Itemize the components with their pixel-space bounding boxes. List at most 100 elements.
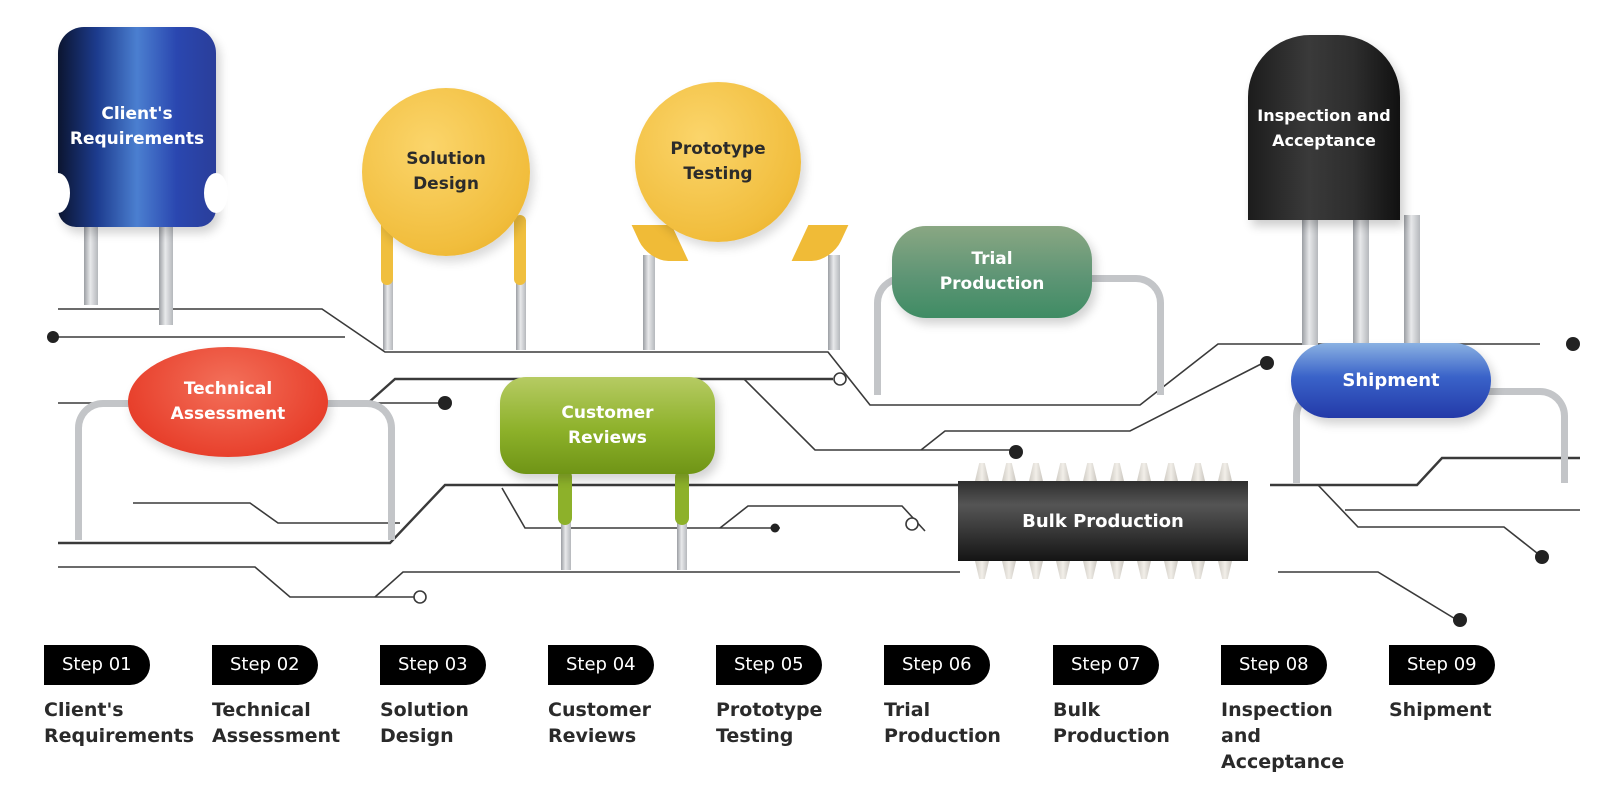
component-label: Bulk Production bbox=[1022, 510, 1184, 532]
chip-pin bbox=[1056, 463, 1070, 481]
step-badge: Step 02 bbox=[212, 645, 318, 685]
component-label: Reviews bbox=[568, 427, 647, 448]
circuit-traces bbox=[47, 308, 1580, 627]
chip-pin bbox=[1137, 463, 1151, 481]
step-name: Client's Requirements bbox=[44, 699, 195, 747]
step-item: Step 03 Solution Design bbox=[380, 645, 540, 749]
step-item: Step 05 Prototype Testing bbox=[716, 645, 876, 749]
trace-node bbox=[1453, 613, 1467, 627]
chip-pin bbox=[1164, 463, 1178, 481]
trace bbox=[133, 502, 400, 524]
step-badge: Step 06 bbox=[884, 645, 990, 685]
trace bbox=[1270, 456, 1580, 487]
chip-pin bbox=[1083, 561, 1097, 579]
trace bbox=[1278, 571, 1458, 621]
component-label: Trial bbox=[971, 249, 1013, 269]
trace-node bbox=[1566, 337, 1580, 351]
component-label: Design bbox=[413, 174, 479, 194]
component-label: Requirements bbox=[69, 129, 205, 149]
component-bulk-production: Bulk Production bbox=[958, 481, 1248, 561]
trace-node bbox=[1535, 550, 1549, 564]
chip-pin bbox=[1191, 463, 1205, 481]
component-lead bbox=[1353, 215, 1369, 345]
step-badge: Step 08 bbox=[1221, 645, 1327, 685]
step-badge: Step 04 bbox=[548, 645, 654, 685]
step-item: Step 01 Client's Requirements bbox=[44, 645, 204, 749]
component-label: Shipment bbox=[1342, 370, 1440, 391]
component-lead bbox=[383, 220, 393, 350]
chip-pin bbox=[1218, 561, 1232, 579]
chip-pin bbox=[1164, 561, 1178, 579]
trace bbox=[1317, 484, 1543, 558]
trace bbox=[501, 487, 780, 529]
chip-pin bbox=[1218, 463, 1232, 481]
trace-node bbox=[770, 523, 780, 533]
trace-node bbox=[1009, 445, 1023, 459]
chip-pin bbox=[1083, 463, 1097, 481]
step-badge: Step 09 bbox=[1389, 645, 1495, 685]
chip-pin bbox=[1056, 561, 1070, 579]
step-name: Shipment bbox=[1389, 699, 1492, 721]
chip-pin bbox=[1029, 561, 1043, 579]
trace bbox=[743, 378, 1015, 451]
capacitor-lead-coating bbox=[675, 470, 689, 525]
component-label: Prototype bbox=[670, 139, 766, 159]
step-name: Solution Design bbox=[380, 699, 469, 747]
component-label: Production bbox=[939, 274, 1045, 294]
component-label: Acceptance bbox=[1272, 130, 1376, 150]
chip-pin bbox=[1002, 561, 1016, 579]
chip-pin bbox=[975, 561, 989, 579]
step-name: Trial Production bbox=[884, 699, 1001, 747]
chip-pin bbox=[1191, 561, 1205, 579]
component-lead bbox=[516, 220, 526, 350]
step-name: Prototype Testing bbox=[716, 699, 823, 747]
capacitor-lead-coating bbox=[558, 470, 572, 525]
component-label: Inspection and bbox=[1257, 105, 1391, 125]
component-lead bbox=[159, 225, 173, 325]
chip-pin bbox=[1110, 463, 1124, 481]
component-lead bbox=[643, 255, 655, 350]
component-lead bbox=[1404, 215, 1420, 345]
component-label: Solution bbox=[406, 149, 486, 169]
step-badge: Step 03 bbox=[380, 645, 486, 685]
step-item: Step 08 Inspection and Acceptance bbox=[1221, 645, 1381, 775]
trace bbox=[374, 571, 960, 598]
component-shipment: Shipment bbox=[1291, 343, 1491, 418]
chip-pin bbox=[1137, 561, 1151, 579]
component-label: Testing bbox=[683, 164, 753, 184]
component-lead bbox=[84, 225, 98, 305]
step-badge: Step 05 bbox=[716, 645, 822, 685]
component-label: Customer bbox=[561, 402, 654, 423]
capacitor-lead-coating bbox=[514, 215, 526, 285]
step-badge: Step 01 bbox=[44, 645, 150, 685]
step-item: Step 09 Shipment bbox=[1389, 645, 1549, 723]
trace bbox=[58, 483, 1000, 545]
component-label: Client's bbox=[101, 104, 173, 124]
trace-node bbox=[438, 396, 452, 410]
trace bbox=[58, 308, 1540, 406]
chip-pin bbox=[1002, 463, 1016, 481]
step-item: Step 04 Customer Reviews bbox=[548, 645, 708, 749]
component-lead bbox=[828, 255, 840, 350]
component-lead bbox=[1302, 215, 1318, 345]
chip-pin bbox=[975, 463, 989, 481]
step-badge: Step 07 bbox=[1053, 645, 1159, 685]
step-name: Customer Reviews bbox=[548, 699, 651, 747]
trace-node bbox=[1260, 356, 1274, 370]
trace bbox=[58, 566, 421, 598]
trace-node-open bbox=[413, 590, 427, 604]
component-label: Technical bbox=[183, 379, 273, 399]
chip-pin bbox=[1110, 561, 1124, 579]
step-name: Inspection and Acceptance bbox=[1221, 699, 1345, 773]
component-label: Assessment bbox=[170, 404, 286, 424]
chip-pin bbox=[1029, 463, 1043, 481]
